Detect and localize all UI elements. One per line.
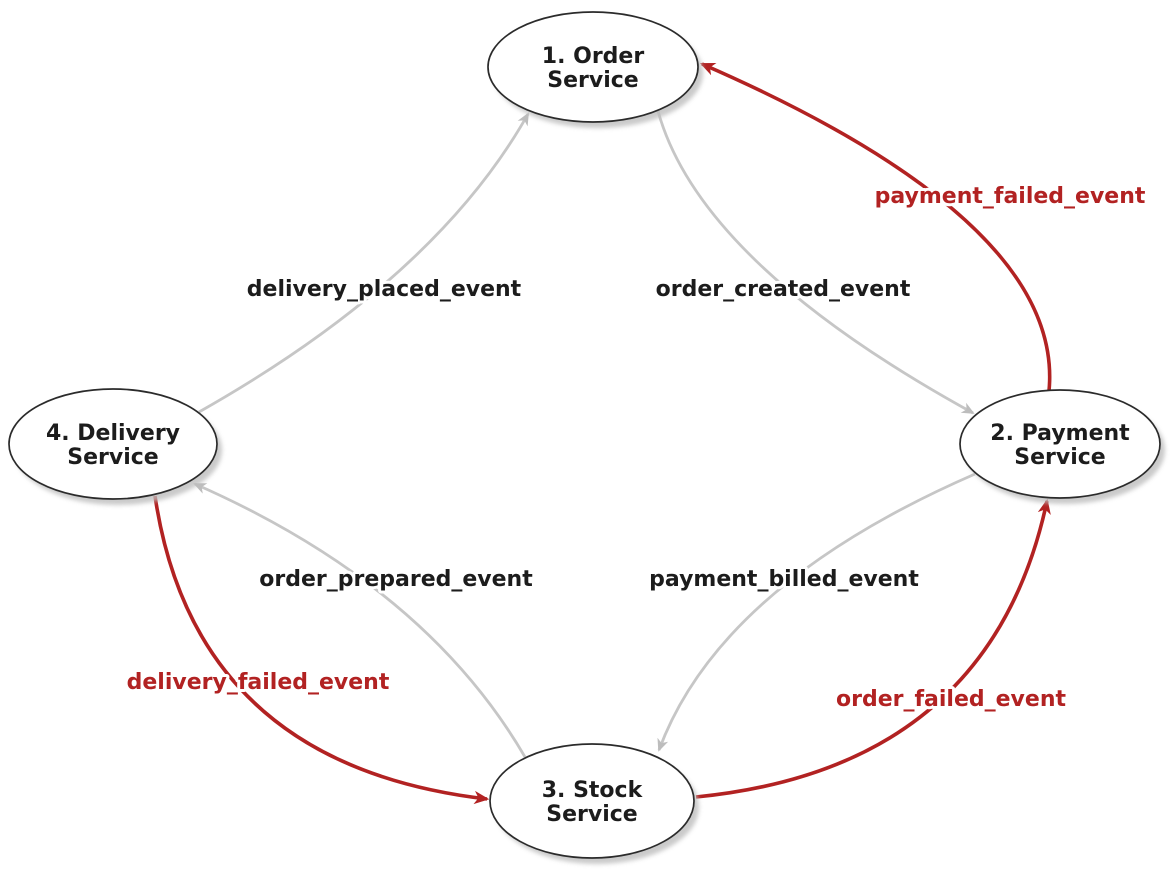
node-stock-service-ellipse: [489, 743, 695, 859]
node-order-service: 1. Order Service: [487, 11, 703, 128]
edge-label-delivery-placed: delivery_placed_event: [247, 277, 522, 302]
node-order-service-label-line2: Service: [547, 68, 638, 93]
edge-order-prepared-path: [193, 482, 527, 758]
node-delivery-service-ellipse: [8, 388, 218, 500]
node-payment-service-ellipse: [959, 389, 1161, 499]
edge-payment-billed: [657, 472, 976, 752]
node-order-service-ellipse: [487, 11, 699, 123]
edge-order-failed: [695, 498, 1051, 799]
edge-label-order-prepared: order_prepared_event: [259, 567, 533, 592]
node-payment-service-label-line2: Service: [1014, 445, 1105, 470]
edge-payment-failed-path: [699, 62, 1052, 392]
edge-label-delivery-failed: delivery_failed_event: [127, 670, 390, 695]
node-delivery-service-label-line2: Service: [67, 445, 158, 470]
edge-payment-billed-path: [657, 472, 976, 752]
edge-delivery-placed: [198, 112, 530, 414]
node-payment-service-label-line1: 2. Payment: [990, 421, 1130, 446]
edge-label-payment-failed: payment_failed_event: [875, 184, 1146, 209]
node-delivery-service-label-line1: 4. Delivery: [46, 421, 180, 446]
node-delivery-service: 4. Delivery Service: [8, 388, 222, 505]
edge-order-failed-path: [695, 498, 1051, 799]
edge-order-created-path: [656, 110, 975, 415]
edge-delivery-failed-path: [153, 495, 490, 805]
node-stock-service: 3. Stock Service: [489, 743, 699, 864]
edge-payment-failed: [699, 62, 1052, 392]
edge-order-created: [656, 110, 975, 415]
edge-delivery-placed-path: [198, 112, 530, 414]
edge-order-prepared: [193, 482, 527, 758]
node-stock-service-label-line1: 3. Stock: [542, 778, 644, 803]
node-order-service-label-line1: 1. Order: [542, 44, 645, 69]
edge-label-order-created: order_created_event: [656, 277, 911, 302]
edge-label-order-failed: order_failed_event: [836, 687, 1066, 712]
edge-delivery-failed: [153, 495, 490, 805]
node-stock-service-label-line2: Service: [546, 802, 637, 827]
node-payment-service: 2. Payment Service: [959, 389, 1165, 504]
edge-label-payment-billed: payment_billed_event: [649, 567, 919, 592]
